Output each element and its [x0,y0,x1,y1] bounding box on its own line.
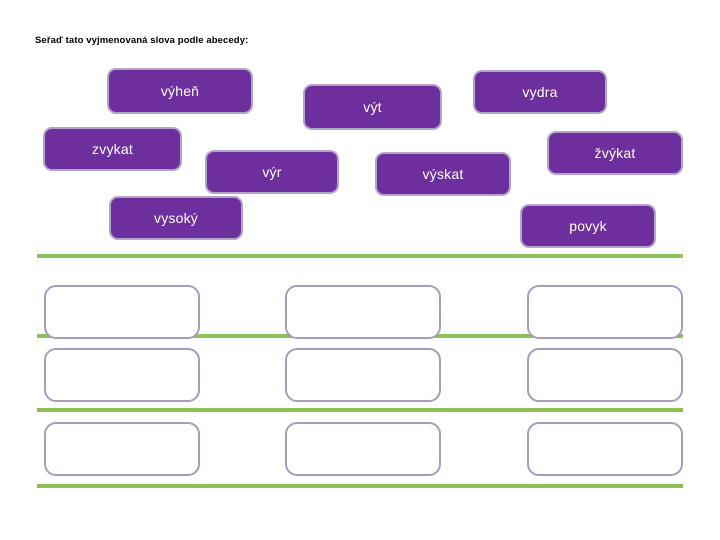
word-tile-vysoký[interactable]: vysoký [109,196,243,240]
green-separator-line [37,484,683,488]
green-separator-line [37,408,683,412]
answer-slot-r1c3[interactable] [527,285,683,339]
word-tile-výr[interactable]: výr [205,150,339,194]
instruction-text: Seřaď tato vyjmenovaná slova podle abece… [35,35,249,46]
answer-slot-r2c3[interactable] [527,348,683,402]
word-tile-povyk[interactable]: povyk [520,204,656,248]
answer-slot-r2c2[interactable] [285,348,441,402]
word-tile-vydra[interactable]: vydra [473,70,607,114]
answer-slot-r1c1[interactable] [44,285,200,339]
green-separator-line [37,254,683,258]
word-tile-výt[interactable]: výt [303,84,442,130]
word-tile-výskat[interactable]: výskat [375,152,511,196]
answer-slot-r3c1[interactable] [44,422,200,476]
word-tile-výheň[interactable]: výheň [107,68,253,114]
word-tile-zvykat[interactable]: zvykat [43,127,182,171]
answer-slot-r3c2[interactable] [285,422,441,476]
word-tile-žvýkat[interactable]: žvýkat [547,131,683,175]
answer-slot-r3c3[interactable] [527,422,683,476]
answer-slot-r1c2[interactable] [285,285,441,339]
answer-slot-r2c1[interactable] [44,348,200,402]
